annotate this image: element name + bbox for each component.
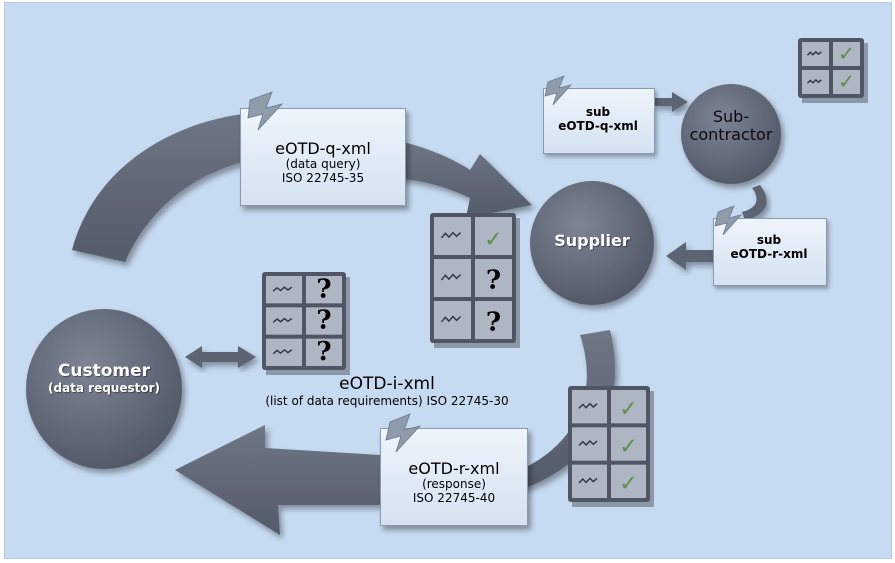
query-message-label: eOTD-q-xml (data query) ISO 22745-35 xyxy=(245,139,401,186)
response-flow-arrow-body xyxy=(175,425,380,535)
customer-label: Customer (data requestor) xyxy=(26,361,182,395)
sub-query-card xyxy=(543,88,655,154)
query-flow-arrow xyxy=(72,112,262,262)
form-cell xyxy=(434,259,471,297)
sub-response-arrow xyxy=(666,242,720,270)
sub-response-bolt-icon xyxy=(714,205,743,236)
form-cell xyxy=(572,464,607,498)
subcontractor-line1: Sub- xyxy=(712,107,750,126)
check-mark-icon: ✓ xyxy=(838,70,855,94)
response-standard: ISO 22745-40 xyxy=(412,491,496,506)
form-cell xyxy=(306,307,342,335)
query-standard: ISO 22745-35 xyxy=(281,171,365,186)
question-mark-icon: ? xyxy=(486,308,501,338)
response-bolt-icon xyxy=(385,413,422,453)
scribble-icon xyxy=(440,315,461,323)
form-cell xyxy=(306,276,342,304)
response-message-card xyxy=(380,428,528,526)
identification-message-label: eOTD-i-xml (list of data requirements) I… xyxy=(262,374,512,408)
form-cell xyxy=(611,427,646,461)
form-cell xyxy=(833,70,860,94)
query-message-card xyxy=(240,108,406,206)
scribble-icon xyxy=(272,286,293,292)
supplier-node xyxy=(530,181,654,305)
subcontractor-line2: contractor xyxy=(689,125,773,145)
customer-node xyxy=(26,309,182,469)
sub-response-card xyxy=(713,218,827,286)
form-cell xyxy=(306,338,342,366)
sub-query-label: sub eOTD-q-xml xyxy=(545,105,651,134)
sub-query-line2: eOTD-q-xml xyxy=(558,118,638,133)
sub-response-curve xyxy=(742,185,767,220)
form-cell xyxy=(266,338,302,366)
form-cell xyxy=(475,217,512,255)
question-mark-icon: ? xyxy=(316,337,331,367)
scribble-icon xyxy=(578,402,598,409)
sub-query-arrow xyxy=(654,92,688,112)
scribble-icon xyxy=(806,78,822,84)
question-mark-icon: ? xyxy=(316,306,331,336)
form-cell xyxy=(266,307,302,335)
form-cell xyxy=(434,301,471,339)
scribble-icon xyxy=(272,348,293,355)
response-name: eOTD-r-xml xyxy=(408,459,500,478)
scribble-icon xyxy=(272,317,293,323)
scribble-icon xyxy=(440,231,461,239)
customer-title: Customer xyxy=(57,361,151,381)
response-form: ✓ ✓ ✓ xyxy=(568,386,654,507)
query-desc: (data query) xyxy=(285,157,361,172)
supplier-form: ✓?? xyxy=(430,213,520,348)
form-cell xyxy=(475,301,512,339)
question-mark-icon: ? xyxy=(316,274,331,304)
scribble-icon xyxy=(806,50,822,56)
check-mark-icon: ✓ xyxy=(484,228,502,253)
check-mark-icon: ✓ xyxy=(619,434,637,459)
identification-name: eOTD-i-xml xyxy=(339,374,435,394)
query-bolt-icon xyxy=(247,91,284,131)
query-name: eOTD-q-xml xyxy=(275,139,371,158)
form-cell xyxy=(802,42,829,66)
subcontractor-form: ✓✓ xyxy=(798,38,868,103)
form-cell xyxy=(611,390,646,424)
response-desc: (response) xyxy=(422,477,486,492)
form-cell xyxy=(475,259,512,297)
sub-query-line1: sub xyxy=(585,105,611,119)
form-cell xyxy=(572,427,607,461)
scribble-icon xyxy=(440,273,461,281)
form-cell xyxy=(434,217,471,255)
sub-response-line2: eOTD-r-xml xyxy=(730,246,808,261)
requirements-form: ??? xyxy=(262,272,350,375)
customer-subtitle: (data requestor) xyxy=(47,380,161,395)
query-flow-arrow-body xyxy=(395,140,532,218)
check-mark-icon: ✓ xyxy=(619,472,637,497)
check-mark-icon: ✓ xyxy=(619,397,637,422)
identification-exchange-arrow xyxy=(185,346,256,368)
form-cell xyxy=(572,390,607,424)
supplier-label: Supplier xyxy=(554,231,630,250)
form-cell xyxy=(611,464,646,498)
sub-query-bolt-icon xyxy=(544,75,573,106)
response-flow-arrow xyxy=(520,330,616,490)
form-cell xyxy=(802,70,829,94)
identification-desc: (list of data requirements) ISO 22745-30 xyxy=(265,393,509,408)
form-cell xyxy=(266,276,302,304)
response-message-label: eOTD-r-xml (response) ISO 22745-40 xyxy=(384,459,524,506)
subcontractor-node xyxy=(681,84,781,184)
check-mark-icon: ✓ xyxy=(838,42,855,66)
scribble-icon xyxy=(578,439,598,447)
form-cell xyxy=(833,42,860,66)
subcontractor-label: Sub- contractor xyxy=(681,107,781,145)
question-mark-icon: ? xyxy=(486,266,501,296)
sub-response-line1: sub xyxy=(756,233,782,247)
scribble-icon xyxy=(578,477,598,484)
sub-response-label: sub eOTD-r-xml xyxy=(715,233,823,262)
